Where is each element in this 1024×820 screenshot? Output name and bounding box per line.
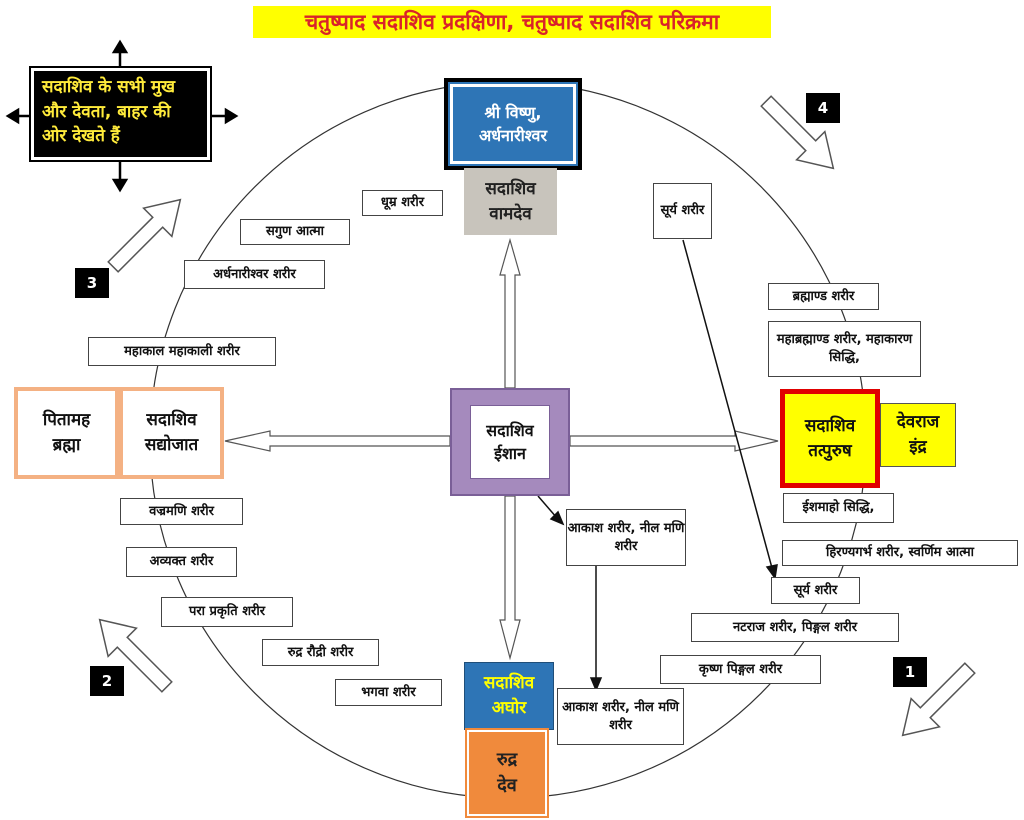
arrow-surya-diagonal — [682, 239, 778, 580]
label-bhagwa: भगवा शरीर — [335, 679, 442, 706]
label-avyakt: अव्यक्त शरीर — [126, 547, 237, 577]
label-krishna: कृष्ण पिङ्गल शरीर — [660, 655, 821, 684]
marker-3: 3 — [75, 268, 109, 298]
label-rudra-raudri: रुद्र रौद्री शरीर — [262, 639, 379, 666]
label-akash-2: आकाश शरीर, नील मणि शरीर — [557, 688, 684, 745]
big-arrow-2 — [98, 618, 173, 693]
arrow-to-aghor — [499, 495, 521, 661]
node-ishan-inner: सदाशिव ईशान — [470, 405, 550, 479]
node-rudra: रुद्र देव — [465, 728, 549, 818]
arrow-akash-down — [589, 565, 603, 692]
arrow-to-tatpurush — [569, 430, 779, 452]
label-natraj: नटराज शरीर, पिङ्गल शरीर — [691, 613, 899, 642]
node-indra: देवराज इंद्र — [880, 403, 956, 467]
label-dhumra: धूम्र शरीर — [362, 190, 443, 216]
compass-arrows — [5, 39, 239, 193]
label-surya-top: सूर्य शरीर — [653, 183, 712, 239]
label-akash-1: आकाश शरीर, नील मणि शरीर — [566, 509, 686, 566]
arrow-ishan-to-akash — [537, 495, 565, 526]
marker-2: 2 — [90, 666, 124, 696]
label-mahabrahmand: महाब्रह्माण्ड शरीर, महाकारण सिद्धि, — [768, 321, 921, 377]
marker-4: 4 — [806, 93, 840, 123]
label-sagun: सगुण आत्मा — [240, 219, 350, 245]
label-mahakal: महाकाल महाकाली शरीर — [88, 337, 276, 366]
marker-1: 1 — [893, 657, 927, 687]
node-aghor: सदाशिव अघोर — [464, 662, 554, 730]
node-tatpurush: सदाशिव तत्पुरुष — [780, 389, 880, 488]
label-para: परा प्रकृति शरीर — [161, 597, 293, 627]
corner-note: सदाशिव के सभी मुख और देवता, बाहर की ओर द… — [29, 66, 212, 162]
node-pitamah: पितामह ब्रह्मा — [14, 387, 119, 479]
arrow-to-vamdev — [499, 237, 521, 389]
arrow-to-sadyojat — [224, 430, 451, 452]
label-ardhanari: अर्धनारीश्वर शरीर — [184, 260, 325, 289]
label-ishmaho: ईशमाहो सिद्धि, — [783, 493, 894, 523]
big-arrow-1 — [901, 662, 976, 737]
node-sadyojat: सदाशिव सद्योजात — [119, 387, 224, 479]
big-arrow-3 — [107, 198, 182, 273]
label-surya-bottom: सूर्य शरीर — [771, 577, 860, 604]
big-arrow-4 — [760, 95, 835, 170]
label-vajra: वज्रमणि शरीर — [120, 498, 243, 525]
node-vamdev: सदाशिव वामदेव — [464, 168, 557, 235]
label-hiranya: हिरण्यगर्भ शरीर, स्वर्णिम आत्मा — [782, 540, 1018, 566]
label-brahmand: ब्रह्माण्ड शरीर — [768, 283, 879, 310]
page-title: चतुष्पाद सदाशिव प्रदक्षिणा, चतुष्पाद सदा… — [253, 6, 771, 38]
node-vishnu: श्री विष्णु, अर्धनारीश्वर — [444, 78, 582, 170]
